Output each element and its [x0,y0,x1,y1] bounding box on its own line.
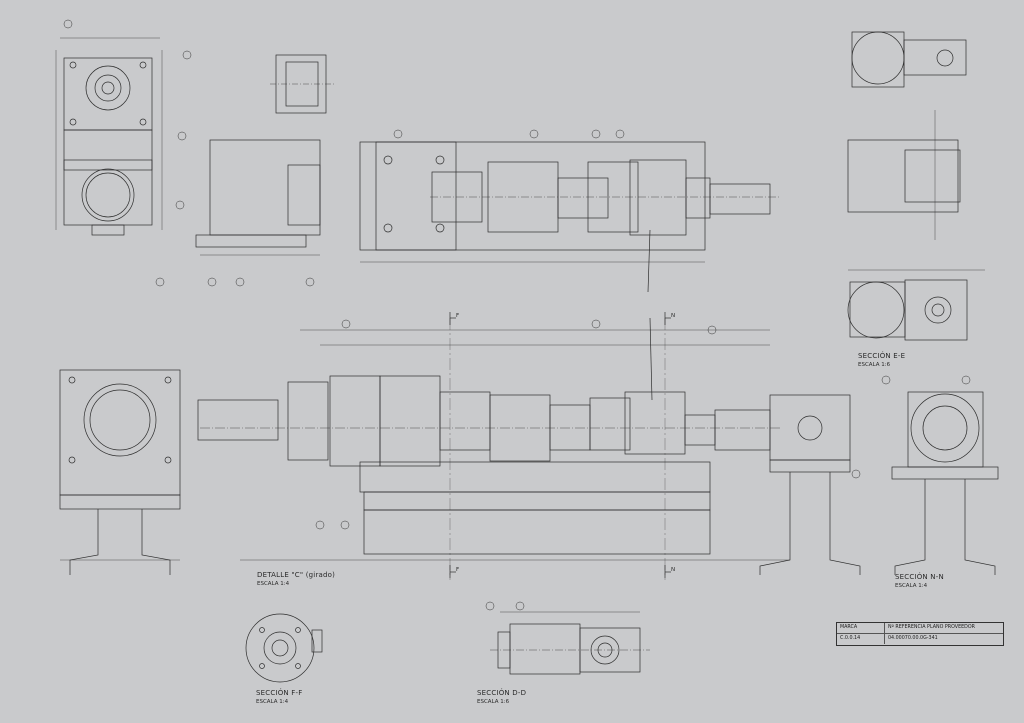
view-title-detalle-c: DETALLE "C" (girado) [257,571,336,579]
main-elevation-view [197,317,790,580]
reference-table: MARCA Nº REFERENCIA PLANO PROVEEDOR C.0.… [836,622,1004,646]
section-e-view [847,269,985,341]
end-view-top-left [55,37,163,236]
section-f-view [245,613,323,683]
end-view-left [59,369,181,575]
reference-table-header: MARCA Nº REFERENCIA PLANO PROVEEDOR [837,623,1003,634]
view-title-seccion-d: SECCIÓN D-D [477,689,527,697]
side-view-top-right [847,31,967,240]
view-title-seccion-f: SECCIÓN F-F [256,689,303,697]
view-title-seccion-n: SECCIÓN N-N [895,573,944,581]
view-scale-seccion-e: ESCALA 1:6 [858,362,891,368]
part-balloons [63,19,971,611]
ref-header-plano: Nº REFERENCIA PLANO PROVEEDOR [888,625,975,630]
ref-row-plano: 04.00070.00.0G-341 [888,636,938,641]
view-scale-seccion-n: ESCALA 1:4 [895,583,928,589]
view-scale-seccion-d: ESCALA 1:6 [477,699,510,705]
bearing-detail-top [195,54,334,256]
section-mark-f-top: F [456,313,460,319]
section-mark-n-bottom: N [671,567,676,573]
view-scale-seccion-f: ESCALA 1:4 [256,699,289,705]
view-scale-detalle-c: ESCALA 1:4 [257,581,290,587]
view-title-seccion-e: SECCIÓN E-E [858,352,906,360]
section-d-view [490,611,650,675]
ref-header-marca: MARCA [837,623,885,633]
ref-row-marca: C.0.0.14 [837,634,885,644]
section-arrow-f-top [449,312,456,325]
section-mark-f-bottom: F [456,567,460,573]
section-mark-n-top: N [671,313,676,319]
section-n-view [891,391,999,575]
section-arrow-n-top [664,312,671,325]
section-arrow-n-bottom [664,565,671,578]
section-arrow-f-bottom [449,565,456,578]
plan-view-top [359,141,780,293]
section-view-right-a [759,394,861,575]
reference-table-row: C.0.0.14 04.00070.00.0G-341 [837,634,1003,644]
